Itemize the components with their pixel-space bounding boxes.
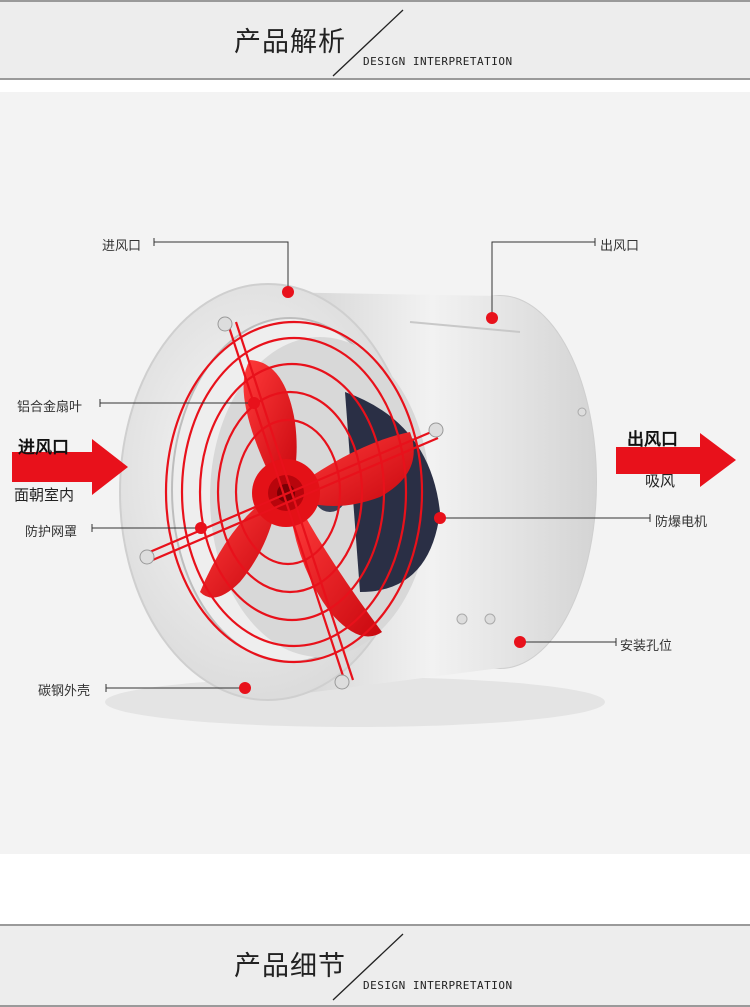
product-diagram: 进风口 出风口 铝合金扇叶 防护网罩 碳钢外壳 防爆电机 安装孔位 进风口 面朝… [0, 92, 750, 854]
outflow-arrow-icon [616, 433, 736, 487]
slash-divider-icon [332, 9, 404, 77]
callout-guard: 防护网罩 [25, 525, 78, 540]
section-header-analysis: 产品解析 DESIGN INTERPRETATION [0, 0, 750, 80]
marker-dot [486, 312, 498, 324]
section-header-details: 产品细节 DESIGN INTERPRETATION [0, 924, 750, 1007]
inlet-title: 进风口 [18, 438, 69, 458]
marker-dot [434, 512, 446, 524]
section-subtitle: DESIGN INTERPRETATION [363, 979, 513, 992]
callout-blades: 铝合金扇叶 [17, 400, 83, 415]
inflow-arrow-icon [12, 439, 128, 495]
slash-divider-icon [332, 933, 404, 1001]
section-title: 产品细节 [234, 951, 346, 982]
outlet-desc: 吸风 [645, 472, 676, 490]
marker-dot [239, 682, 251, 694]
marker-dot [514, 636, 526, 648]
marker-dot [248, 397, 260, 409]
marker-dot [282, 286, 294, 298]
callout-air-inlet: 进风口 [102, 239, 142, 254]
callout-motor: 防爆电机 [655, 515, 708, 530]
fan-illustration [12, 238, 736, 727]
section-subtitle: DESIGN INTERPRETATION [363, 55, 513, 68]
inlet-desc: 面朝室内 [14, 486, 75, 504]
outlet-title: 出风口 [627, 430, 678, 450]
section-title: 产品解析 [234, 27, 346, 58]
callout-mount: 安装孔位 [620, 639, 673, 654]
callout-air-outlet: 出风口 [600, 239, 640, 254]
marker-dot [195, 522, 207, 534]
callout-shell: 碳钢外壳 [38, 684, 91, 699]
